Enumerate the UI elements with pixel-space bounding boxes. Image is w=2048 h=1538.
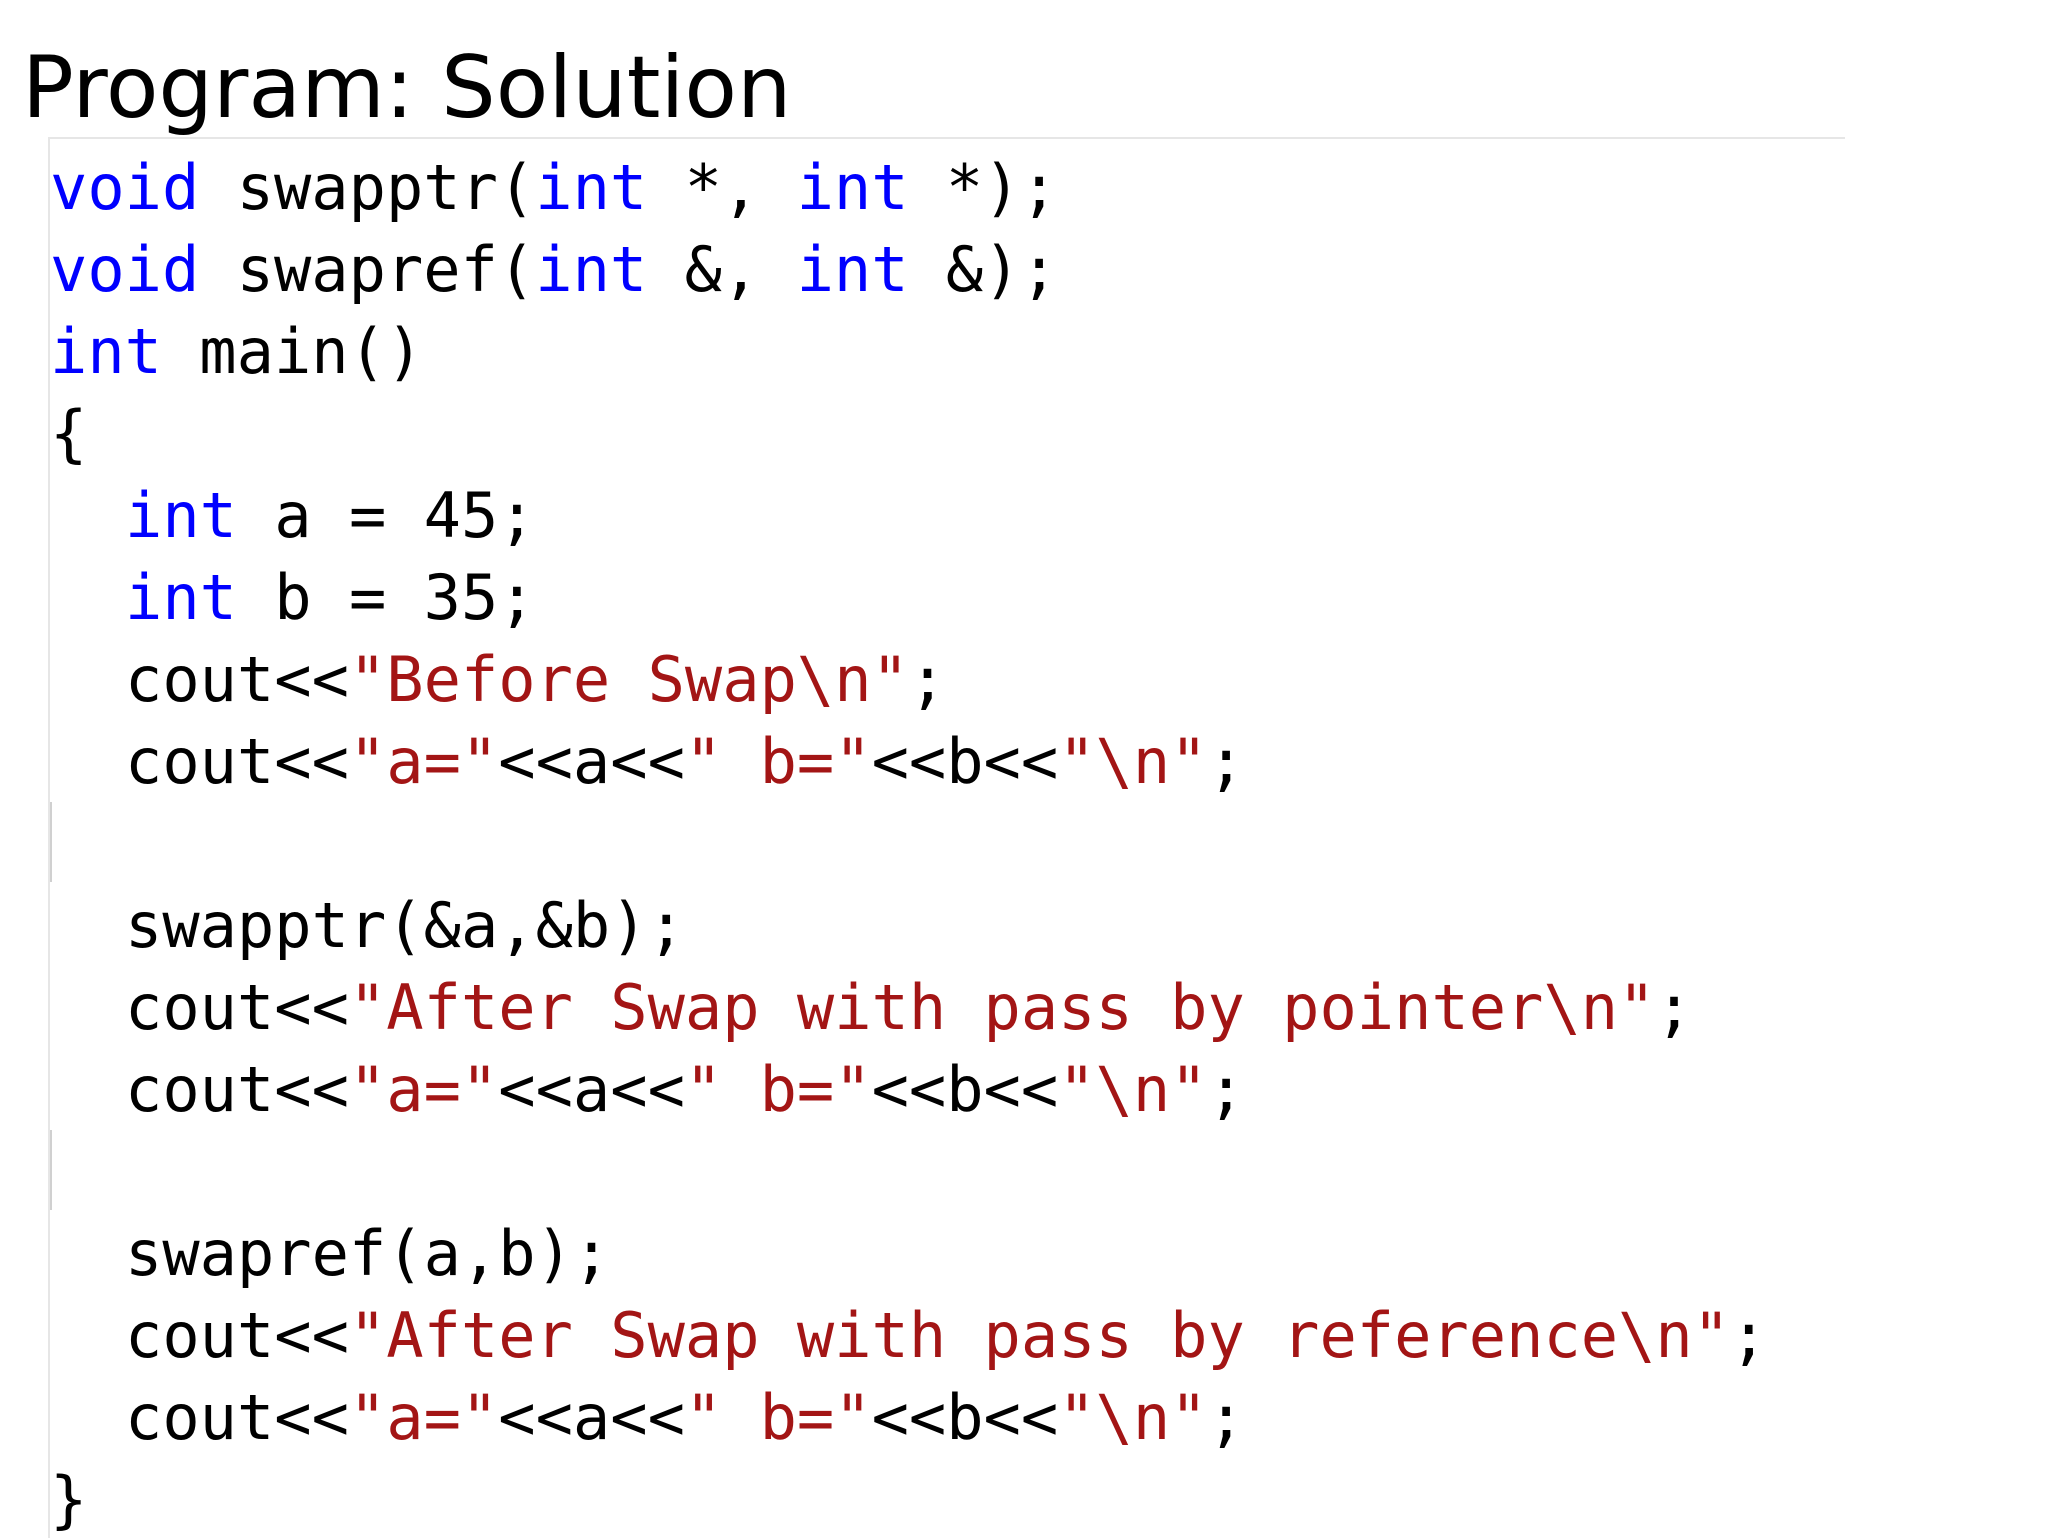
code-line-10: swapptr(&a,&b);	[50, 885, 685, 967]
code-line-1: void swapptr(int *, int *);	[50, 147, 1058, 229]
code-token: ;	[1207, 1053, 1245, 1126]
code-token: ;	[1207, 725, 1245, 798]
code-token: <<a<<	[498, 1381, 685, 1454]
string-token: " b="	[684, 1381, 872, 1454]
string-token: "After Swap with pass by reference\n"	[348, 1299, 1731, 1372]
code-token: <<a<<	[498, 1053, 685, 1126]
keyword-token: void	[50, 151, 200, 224]
code-token: cout<<	[125, 725, 349, 798]
code-token: b = 35;	[236, 561, 536, 634]
string-token: "\n"	[1058, 1381, 1208, 1454]
code-token: {	[50, 397, 88, 470]
string-token: "\n"	[1058, 725, 1208, 798]
code-token: swapref(	[199, 233, 536, 306]
code-token: swapptr(&a,&b);	[125, 889, 685, 962]
code-token: swapptr(	[199, 151, 536, 224]
code-token: <<b<<	[871, 1381, 1059, 1454]
keyword-token: int	[796, 151, 909, 224]
code-token: &,	[647, 233, 797, 306]
code-token: cout<<	[125, 643, 349, 716]
code-line-14: swapref(a,b);	[50, 1213, 610, 1295]
code-line-2: void swapref(int &, int &);	[50, 229, 1058, 311]
string-token: "Before Swap\n"	[348, 643, 909, 716]
code-token: }	[50, 1463, 88, 1536]
keyword-token: int	[535, 151, 648, 224]
code-line-8: cout<<"a="<<a<<" b="<<b<<"\n";	[50, 721, 1245, 803]
string-token: "After Swap with pass by pointer\n"	[348, 971, 1656, 1044]
code-line-3: int main()	[50, 311, 423, 393]
string-token: "a="	[348, 1381, 499, 1454]
keyword-token: int	[50, 315, 162, 388]
code-line-11: cout<<"After Swap with pass by pointer\n…	[50, 967, 1693, 1049]
code-line-15: cout<<"After Swap with pass by reference…	[50, 1295, 1767, 1377]
code-token: &);	[908, 233, 1058, 306]
gutter-marker	[50, 802, 52, 882]
code-token: ;	[1655, 971, 1693, 1044]
code-token: <<b<<	[871, 1053, 1059, 1126]
code-token: <<b<<	[871, 725, 1059, 798]
code-token: cout<<	[125, 971, 349, 1044]
code-line-6: int b = 35;	[50, 557, 536, 639]
code-token: a = 45;	[236, 479, 536, 552]
slide-title: Program: Solution	[22, 38, 792, 138]
code-line-17: }	[50, 1459, 87, 1538]
string-token: " b="	[684, 725, 872, 798]
code-listing: void swapptr(int *, int *); void swapref…	[48, 137, 1845, 1538]
string-token: "a="	[348, 1053, 499, 1126]
code-token: cout<<	[125, 1299, 349, 1372]
code-token: *,	[647, 151, 797, 224]
code-line-7: cout<<"Before Swap\n";	[50, 639, 946, 721]
code-token: *);	[908, 151, 1058, 224]
keyword-token: void	[50, 233, 200, 306]
code-line-5: int a = 45;	[50, 475, 536, 557]
gutter-marker	[50, 1130, 52, 1210]
string-token: "a="	[348, 725, 499, 798]
code-token: ;	[1730, 1299, 1768, 1372]
string-token: " b="	[684, 1053, 872, 1126]
code-line-12: cout<<"a="<<a<<" b="<<b<<"\n";	[50, 1049, 1245, 1131]
keyword-token: int	[125, 479, 237, 552]
code-line-4: {	[50, 393, 87, 475]
keyword-token: int	[535, 233, 648, 306]
code-token: ;	[1207, 1381, 1245, 1454]
keyword-token: int	[796, 233, 909, 306]
keyword-token: int	[125, 561, 237, 634]
code-line-16: cout<<"a="<<a<<" b="<<b<<"\n";	[50, 1377, 1245, 1459]
code-token: cout<<	[125, 1053, 349, 1126]
string-token: "\n"	[1058, 1053, 1208, 1126]
code-token: main()	[161, 315, 424, 388]
code-token: <<a<<	[498, 725, 685, 798]
code-token: cout<<	[125, 1381, 349, 1454]
code-token: ;	[908, 643, 947, 716]
code-token: swapref(a,b);	[125, 1217, 611, 1290]
